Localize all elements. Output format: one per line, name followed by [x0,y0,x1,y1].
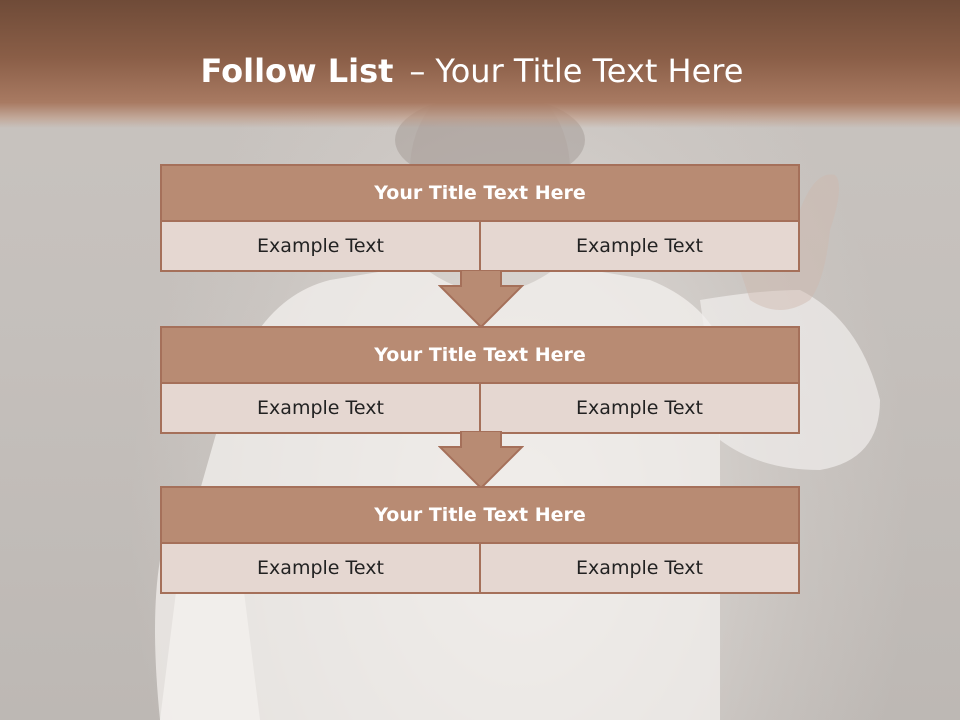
slide-title-separator: – [409,52,426,90]
down-arrow-icon [438,270,524,328]
follow-block-2: Your Title Text Here Example Text Exampl… [160,326,800,434]
slide-title-rest: Your Title Text Here [435,52,744,90]
block-title: Your Title Text Here [162,166,798,222]
block-row: Example Text Example Text [162,544,798,592]
follow-block-1: Your Title Text Here Example Text Exampl… [160,164,800,272]
block-cell-left: Example Text [257,397,384,419]
block-row: Example Text Example Text [162,222,798,270]
block-cell-right: Example Text [479,544,798,592]
block-title: Your Title Text Here [162,488,798,544]
block-title: Your Title Text Here [162,328,798,384]
header-band [0,0,960,128]
block-cell-right: Example Text [479,384,798,432]
slide-title-bold: Follow List [200,52,394,90]
block-cell-left: Example Text [257,235,384,257]
block-cell-right: Example Text [479,222,798,270]
follow-block-3: Your Title Text Here Example Text Exampl… [160,486,800,594]
slide-title: Follow List–Your Title Text Here [0,52,944,90]
block-row: Example Text Example Text [162,384,798,432]
block-cell-left: Example Text [257,557,384,579]
down-arrow-icon [438,431,524,489]
